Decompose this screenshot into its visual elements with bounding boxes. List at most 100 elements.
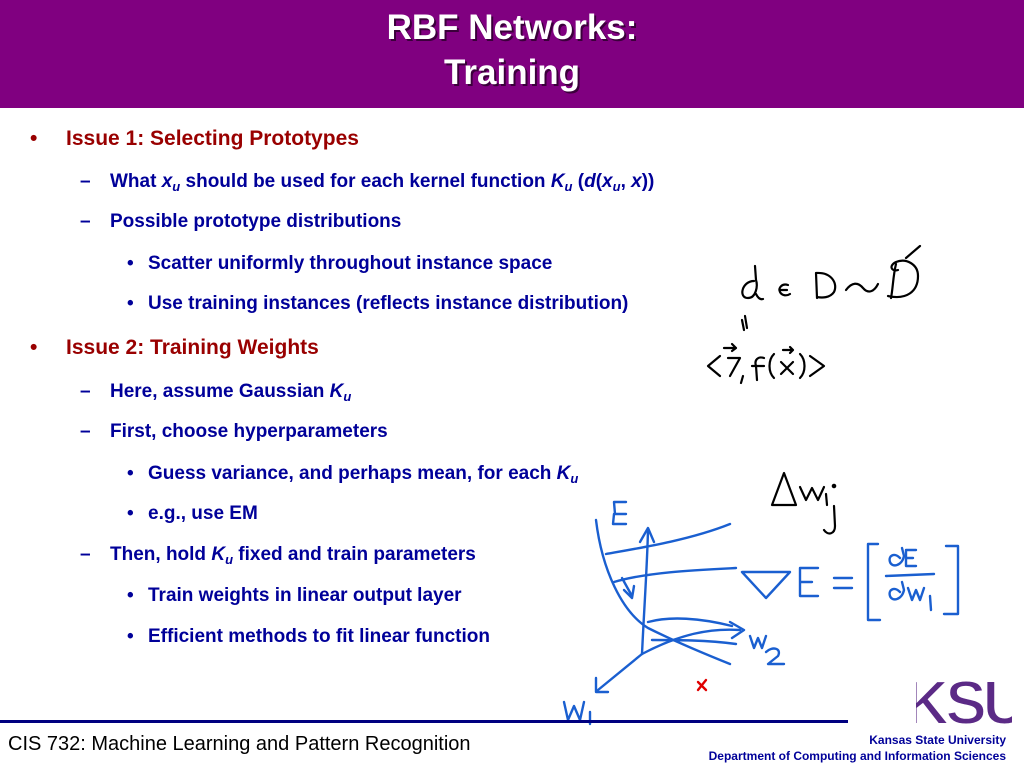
footer-course-title: CIS 732: Machine Learning and Pattern Re… bbox=[8, 733, 471, 755]
math-K: K bbox=[556, 463, 571, 484]
math-subscript: u bbox=[172, 179, 181, 194]
ink-distribution-note bbox=[706, 244, 922, 535]
footer-divider bbox=[0, 720, 848, 723]
ink-stroke bbox=[650, 638, 738, 646]
text-fragment: ( bbox=[572, 171, 585, 192]
text-fragment: should be used for each kernel function bbox=[180, 171, 551, 192]
math-subscript: u bbox=[564, 179, 573, 194]
text-fragment: What bbox=[110, 171, 162, 192]
ink-stroke bbox=[640, 528, 650, 656]
dash-icon: – bbox=[80, 381, 91, 402]
math-x: x bbox=[602, 171, 613, 192]
ink-stroke bbox=[942, 544, 960, 616]
ink-stroke bbox=[906, 586, 926, 602]
dash-icon: – bbox=[80, 211, 91, 232]
bullet-use-training: Use training instances (reflects instanc… bbox=[148, 293, 629, 314]
dash-icon: – bbox=[80, 171, 91, 192]
ink-stroke bbox=[611, 500, 628, 526]
ink-stroke bbox=[740, 570, 792, 600]
bullet-dot-icon: • bbox=[127, 503, 134, 524]
ink-stroke bbox=[696, 678, 708, 692]
text-fragment: Guess variance, and perhaps mean, for ea… bbox=[148, 463, 557, 484]
text-fragment: , bbox=[620, 171, 632, 192]
bullet-dot-icon: • bbox=[30, 336, 38, 359]
ink-stroke bbox=[844, 282, 880, 293]
bullet-hyperparameters: First, choose hyperparameters bbox=[110, 421, 388, 442]
ink-error-surface bbox=[562, 500, 960, 726]
ksu-logo-text: KSU bbox=[916, 669, 1012, 734]
ink-stroke bbox=[904, 548, 918, 568]
math-subscript: u bbox=[343, 389, 352, 404]
text-fragment: fixed and train parameters bbox=[233, 544, 476, 565]
ink-stroke bbox=[831, 483, 837, 489]
ink-stroke bbox=[808, 354, 826, 378]
ink-stroke bbox=[888, 546, 906, 567]
ink-stroke bbox=[824, 492, 829, 507]
text-fragment: Then, hold bbox=[110, 544, 212, 565]
ink-stroke bbox=[640, 628, 742, 656]
math-subscript: u bbox=[570, 471, 579, 486]
math-x: x bbox=[161, 171, 173, 192]
ink-stroke bbox=[866, 542, 882, 622]
ink-stroke bbox=[770, 471, 798, 507]
bullet-dot-icon: • bbox=[127, 253, 134, 274]
ink-stroke bbox=[638, 526, 656, 544]
text-fragment: )) bbox=[641, 171, 655, 192]
ink-stroke bbox=[741, 264, 765, 301]
text-fragment: ( bbox=[595, 171, 603, 192]
ink-stroke bbox=[739, 374, 745, 385]
bullet-hold-ku: Then, hold Ku fixed and train parameters bbox=[110, 544, 476, 567]
bullet-issue-2: Issue 2: Training Weights bbox=[66, 336, 319, 359]
ink-stroke bbox=[798, 352, 806, 380]
ink-stroke bbox=[594, 518, 732, 666]
footer-department: Department of Computing and Information … bbox=[708, 749, 1006, 763]
bullet-issue-1: Issue 1: Selecting Prototypes bbox=[66, 127, 359, 150]
math-d: d bbox=[584, 171, 596, 192]
math-x: x bbox=[631, 171, 642, 192]
math-K: K bbox=[329, 381, 344, 402]
ink-stroke bbox=[814, 271, 837, 300]
ink-stroke bbox=[728, 620, 746, 640]
ink-stroke bbox=[888, 580, 906, 601]
bullet-what-xu: What xu should be used for each kernel f… bbox=[110, 171, 654, 194]
title-bar: RBF Networks: Training bbox=[0, 0, 1024, 108]
ink-stroke bbox=[884, 572, 936, 578]
bullet-dot-icon: • bbox=[127, 585, 134, 606]
ink-stroke bbox=[764, 647, 786, 666]
bullet-train-weights: Train weights in linear output layer bbox=[148, 585, 462, 606]
footer-university: Kansas State University bbox=[869, 733, 1006, 747]
dash-icon: – bbox=[80, 421, 91, 442]
math-subscript: u bbox=[225, 552, 234, 567]
bullet-scatter: Scatter uniformly throughout instance sp… bbox=[148, 253, 553, 274]
ink-stroke bbox=[596, 652, 644, 692]
bullet-dot-icon: • bbox=[127, 626, 134, 647]
ink-stroke bbox=[612, 566, 738, 584]
bullet-dot-icon: • bbox=[127, 293, 134, 314]
ink-stroke bbox=[886, 244, 922, 300]
ink-stroke bbox=[748, 634, 768, 650]
ink-stroke bbox=[594, 676, 610, 694]
ink-stroke bbox=[822, 504, 837, 535]
ink-stroke bbox=[832, 576, 854, 590]
ink-stroke bbox=[798, 485, 826, 502]
bullet-efficient-methods: Efficient methods to fit linear function bbox=[148, 626, 490, 647]
ink-stroke bbox=[928, 594, 933, 612]
ink-stroke bbox=[722, 342, 742, 378]
ink-stroke bbox=[604, 522, 732, 556]
bullet-guess-variance: Guess variance, and perhaps mean, for ea… bbox=[148, 463, 578, 486]
ink-stroke bbox=[750, 356, 766, 382]
bullet-dot-icon: • bbox=[127, 463, 134, 484]
dash-icon: – bbox=[80, 544, 91, 565]
math-subscript: u bbox=[612, 179, 621, 194]
ink-stroke bbox=[779, 345, 795, 376]
bullet-gaussian: Here, assume Gaussian Ku bbox=[110, 381, 351, 404]
ink-stroke bbox=[706, 354, 722, 378]
math-K: K bbox=[550, 171, 565, 192]
ink-stroke bbox=[740, 314, 749, 332]
ink-stroke bbox=[562, 700, 586, 722]
ink-stroke bbox=[622, 584, 636, 600]
ksu-logo: KSU bbox=[916, 668, 1012, 734]
slide-title-line-2: Training bbox=[443, 53, 581, 92]
ink-red-marker bbox=[696, 678, 708, 692]
ink-stroke bbox=[778, 283, 792, 297]
